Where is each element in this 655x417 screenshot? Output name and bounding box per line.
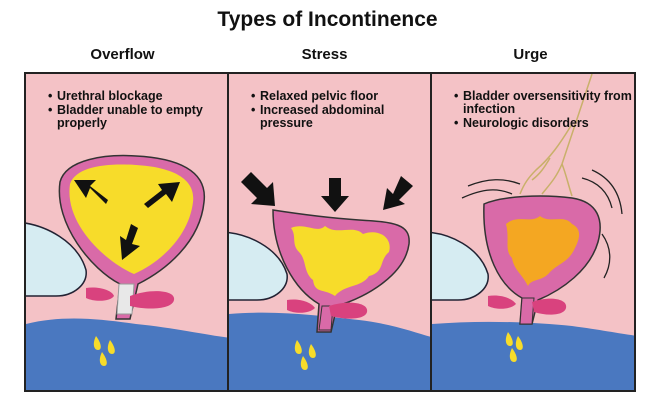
pelvic-floor xyxy=(432,321,634,390)
bladder-urine xyxy=(506,216,580,286)
bladder-urine xyxy=(291,226,390,296)
panel-stress: Relaxed pelvic floor Increased abdominal… xyxy=(227,72,433,392)
urine-drip-icon xyxy=(505,332,523,362)
contraction-lines xyxy=(461,169,623,279)
pelvic-floor xyxy=(26,318,228,390)
urge-illustration xyxy=(432,74,634,390)
pelvic-muscle-left xyxy=(287,299,315,313)
arrow-icon xyxy=(241,172,413,212)
stress-illustration xyxy=(229,172,431,390)
pelvic-muscle-left xyxy=(86,287,114,301)
pelvic-muscle xyxy=(329,302,368,319)
pelvic-muscle-left xyxy=(488,295,516,309)
urge-bullet-1: Bladder oversensitivity from infection xyxy=(454,90,634,116)
overflow-bullet-2: Bladder unable to empty properly xyxy=(48,104,228,130)
pubic-bone xyxy=(26,222,87,297)
urge-bullets: Bladder oversensitivity from infection N… xyxy=(454,90,634,131)
panel-urge: Bladder oversensitivity from infection N… xyxy=(430,72,636,392)
pubic-bone xyxy=(432,231,489,301)
stress-bullets: Relaxed pelvic floor Increased abdominal… xyxy=(251,90,431,131)
urethral-blockage xyxy=(116,283,135,315)
urine-drip-icon xyxy=(93,336,115,366)
arrow-icon xyxy=(74,180,180,260)
heading-overflow: Overflow xyxy=(90,46,155,63)
pelvic-muscle xyxy=(130,291,175,309)
panel-overflow: Urethral blockage Bladder unable to empt… xyxy=(24,72,230,392)
heading-stress: Stress xyxy=(301,46,348,63)
urethra xyxy=(519,297,535,325)
urge-bullet-2: Neurologic disorders xyxy=(454,117,634,131)
overflow-bullet-1: Urethral blockage xyxy=(48,90,228,104)
stress-bullet-2: Increased abdominal pressure xyxy=(251,104,431,130)
urine-drip-icon xyxy=(294,340,316,370)
overflow-illustration xyxy=(26,154,228,390)
diagram-title: Types of Incontinence xyxy=(217,8,438,31)
overflow-bullets: Urethral blockage Bladder unable to empt… xyxy=(48,90,228,131)
pelvic-muscle xyxy=(532,298,567,315)
pubic-bone xyxy=(229,231,288,301)
heading-urge: Urge xyxy=(513,46,548,63)
pelvic-floor xyxy=(229,312,431,390)
stress-bullet-1: Relaxed pelvic floor xyxy=(251,90,431,104)
